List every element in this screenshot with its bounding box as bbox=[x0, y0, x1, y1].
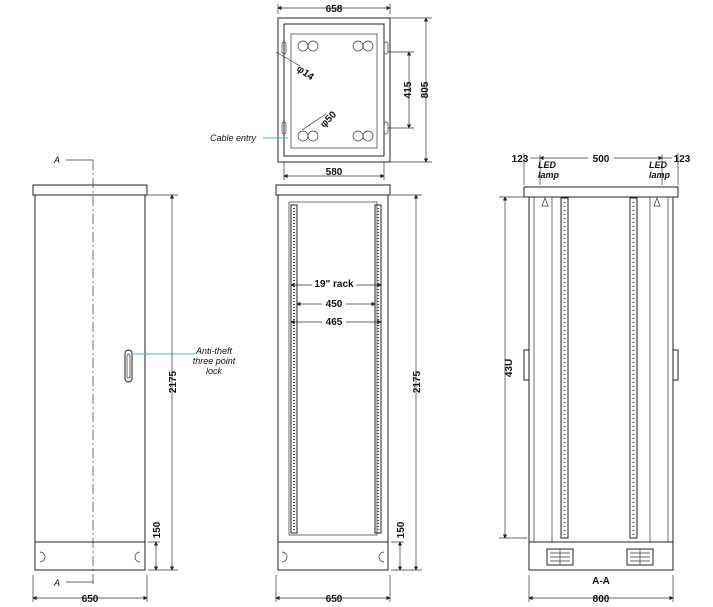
led-right-line2: lamp bbox=[649, 170, 671, 180]
side-section-view bbox=[499, 153, 679, 602]
rack-label: 19" rack bbox=[314, 279, 354, 290]
side-top-left: 123 bbox=[512, 154, 529, 165]
plan-view bbox=[263, 4, 432, 180]
open-front-view bbox=[275, 184, 422, 602]
cable-entry-label: Cable entry bbox=[210, 133, 257, 143]
side-top-right: 123 bbox=[674, 154, 691, 165]
led-right-line1: LED bbox=[649, 160, 668, 170]
side-width: 800 bbox=[593, 594, 610, 605]
front-view bbox=[32, 159, 195, 602]
lock-note-line2: three point bbox=[193, 356, 236, 366]
side-units: 43U bbox=[504, 359, 515, 377]
front-plinth: 150 bbox=[152, 521, 163, 538]
plan-depth: 805 bbox=[420, 81, 431, 98]
plan-inner: 415 bbox=[403, 81, 414, 98]
led-left-line1: LED bbox=[538, 160, 557, 170]
section-title: A-A bbox=[592, 576, 610, 587]
open-front-plinth: 150 bbox=[396, 521, 407, 538]
section-mark-bottom: A bbox=[53, 578, 60, 588]
front-height: 2175 bbox=[168, 370, 179, 393]
open-front-width: 650 bbox=[326, 594, 343, 605]
lock-note-line3: lock bbox=[206, 366, 223, 376]
led-left-line2: lamp bbox=[538, 170, 560, 180]
lock-note-line1: Anti-theft bbox=[195, 346, 233, 356]
section-mark-top: A bbox=[53, 155, 60, 165]
front-width: 650 bbox=[82, 594, 99, 605]
hole-small-label: φ14 bbox=[294, 63, 316, 83]
plan-width-bottom: 580 bbox=[326, 167, 343, 178]
side-top-mid: 500 bbox=[593, 154, 610, 165]
inner-width-465: 465 bbox=[326, 317, 343, 328]
open-front-height: 2175 bbox=[412, 370, 423, 393]
hole-large-label: φ50 bbox=[318, 109, 339, 130]
inner-width-450: 450 bbox=[326, 299, 343, 310]
plan-width-top: 658 bbox=[326, 4, 343, 15]
